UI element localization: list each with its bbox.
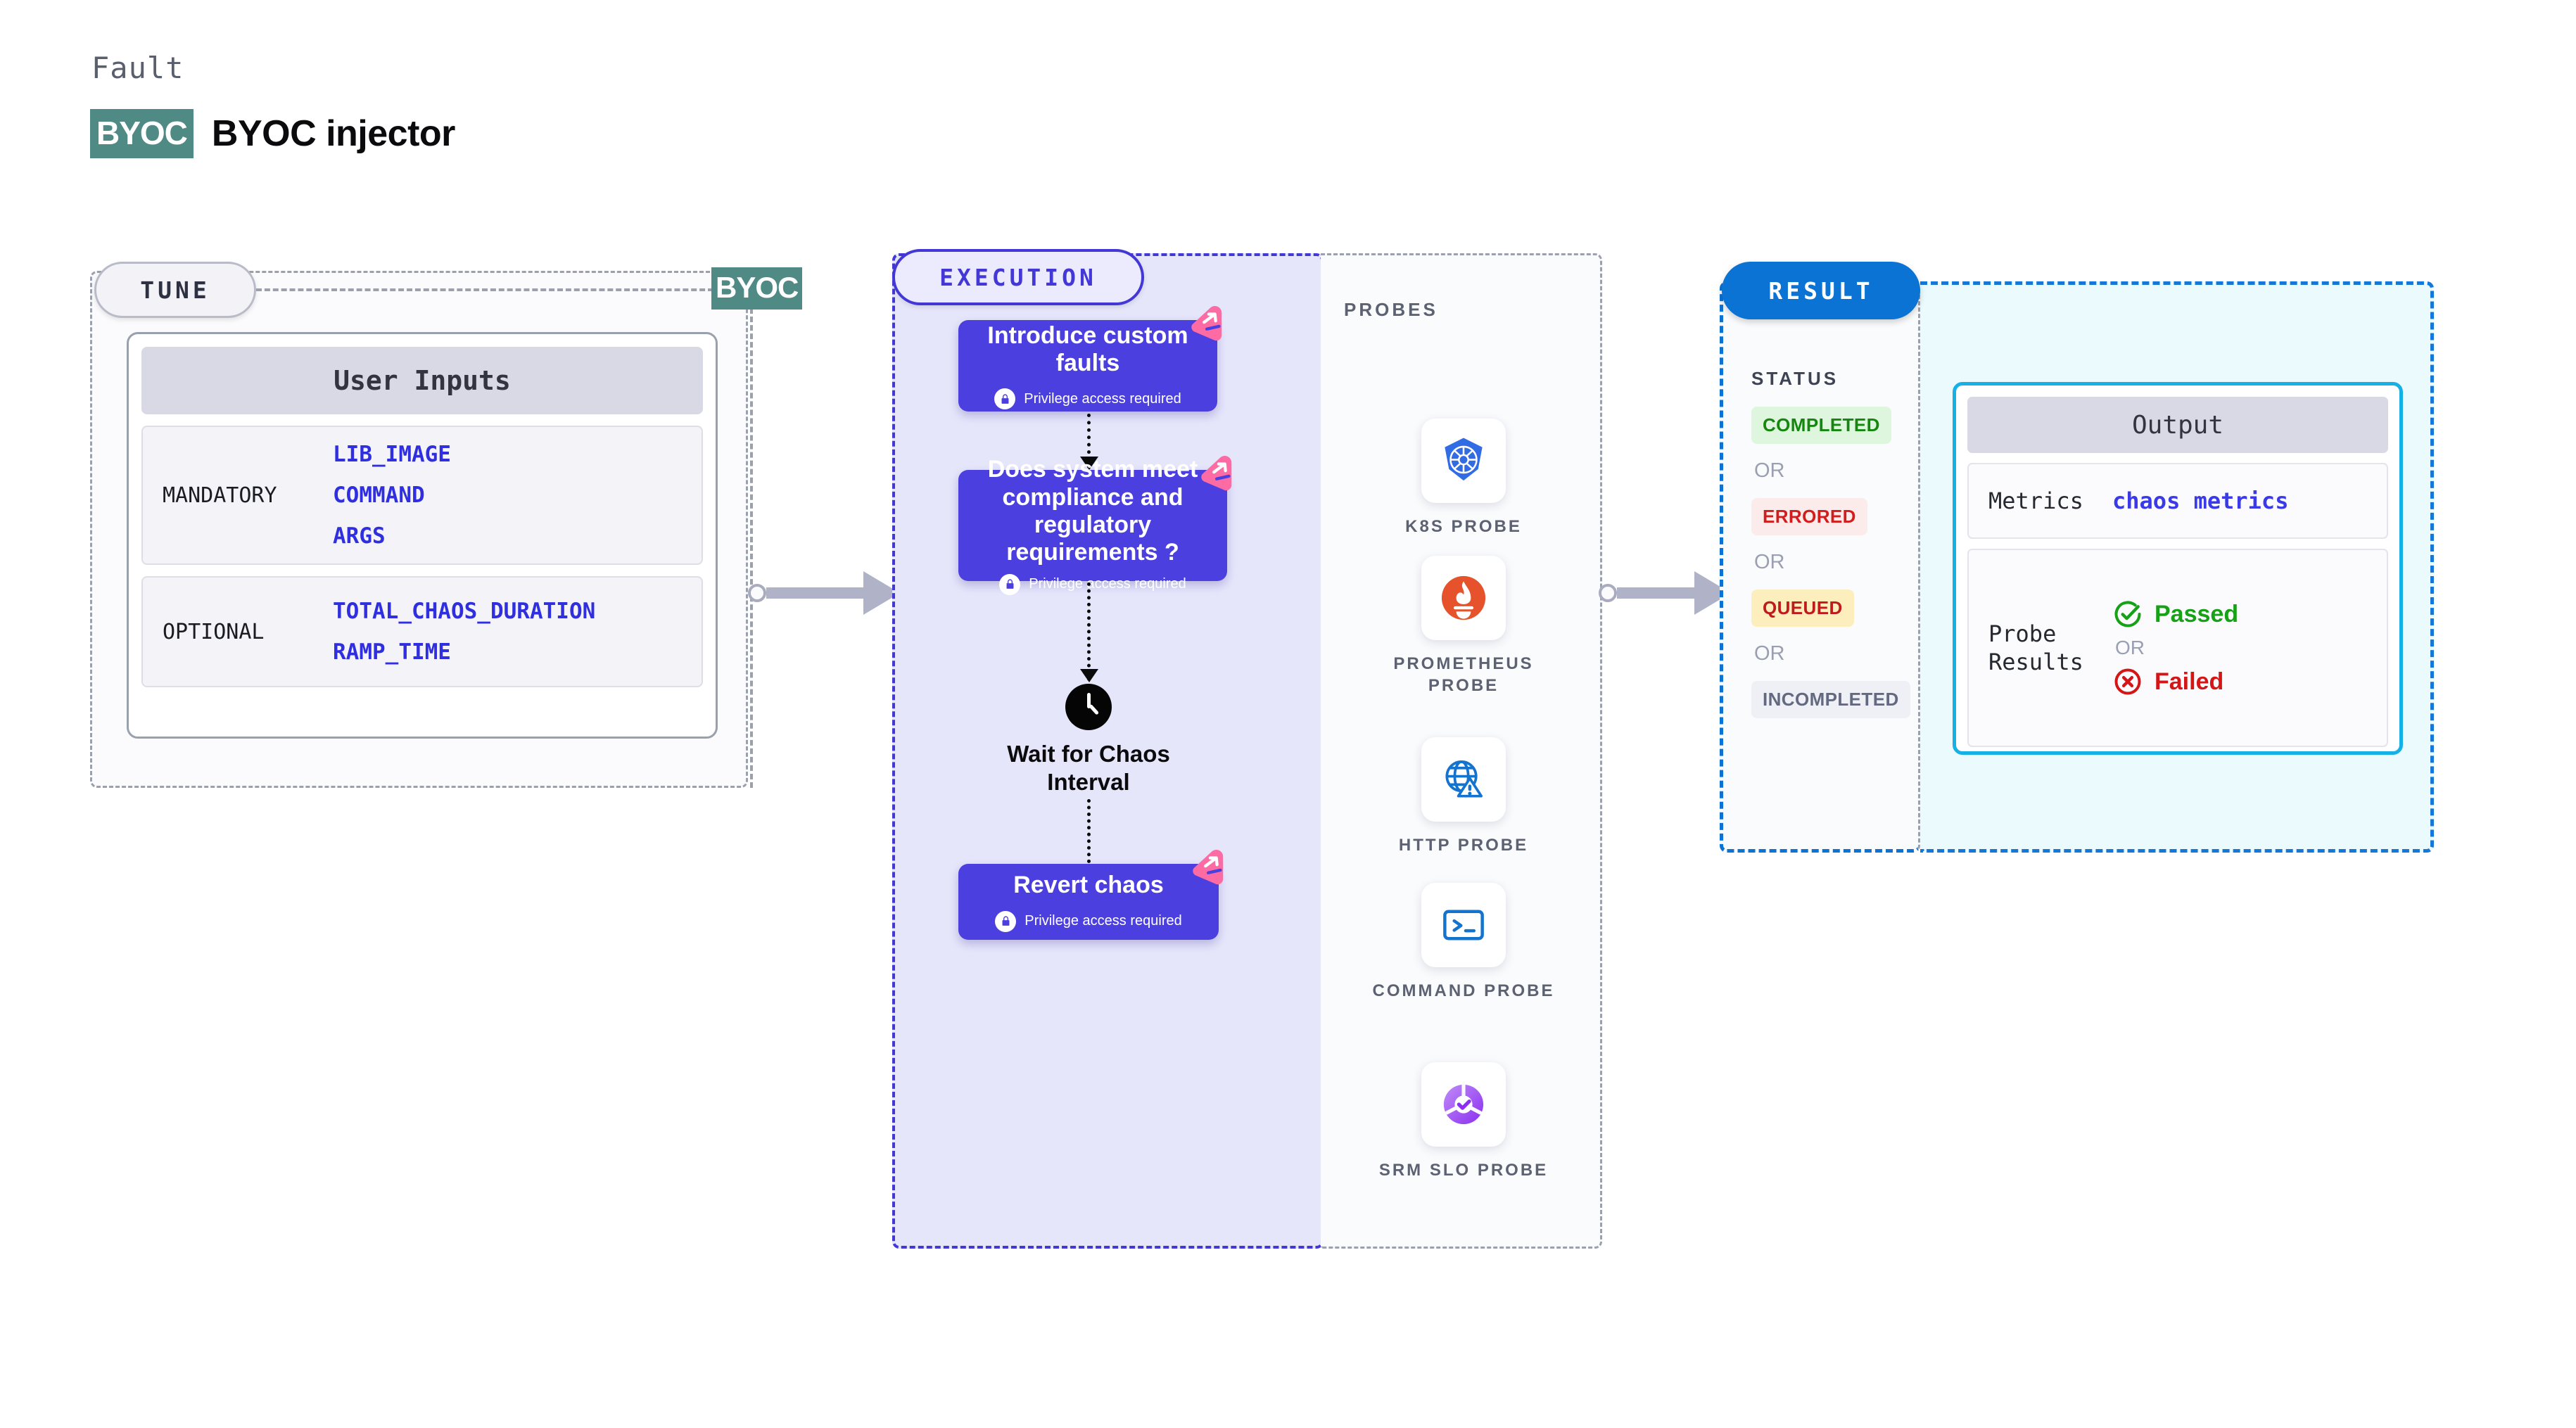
probe-item-srm-slo[interactable]: SRM SLO PROBE: [1372, 1062, 1555, 1181]
x-circle-icon: [2114, 668, 2141, 695]
step-subtitle-row: Privilege access required: [995, 910, 1182, 932]
step-subtitle-row: Privilege access required: [999, 573, 1186, 595]
probes-title: PROBES: [1344, 299, 1438, 320]
probe-or-separator: OR: [2115, 637, 2145, 658]
harness-corner-badge-icon: [1193, 850, 1224, 885]
input-lib-image[interactable]: LIB_IMAGE: [333, 442, 451, 467]
result-stage-tag[interactable]: RESULT: [1722, 262, 1920, 319]
tune-stage-tag[interactable]: TUNE: [94, 262, 256, 318]
user-inputs-card: User Inputs MANDATORY LIB_IMAGE COMMAND …: [127, 332, 718, 739]
byoc-rail-marker: BYOC: [711, 267, 803, 310]
connector-bar: [766, 587, 865, 599]
output-header: Output: [1967, 397, 2388, 453]
srm-slo-icon: [1421, 1062, 1506, 1147]
flow-arrow-1: [1080, 414, 1098, 470]
harness-corner-badge-icon: [1201, 456, 1232, 491]
probe-label: K8S PROBE: [1405, 517, 1522, 536]
page-eyebrow: Fault: [91, 51, 184, 85]
user-inputs-header: User Inputs: [141, 347, 703, 414]
probe-results-key: Probe Results: [1988, 620, 2083, 675]
probe-item-command[interactable]: COMMAND PROBE: [1372, 883, 1555, 1002]
input-ramp-time[interactable]: RAMP_TIME: [333, 639, 451, 665]
probe-label: HTTP PROBE: [1398, 836, 1529, 855]
execution-stage-tag[interactable]: EXECUTION: [892, 249, 1144, 305]
metrics-key: Metrics: [1988, 487, 2083, 514]
execution-step-compliance-check[interactable]: Does system meet compliance and regulato…: [958, 456, 1232, 595]
connector-start-dot: [748, 584, 766, 602]
input-args[interactable]: ARGS: [333, 523, 386, 549]
step-subtitle: Privilege access required: [1024, 390, 1181, 407]
tune-rail-vertical: [750, 308, 753, 788]
input-total-chaos-duration[interactable]: TOTAL_CHAOS_DURATION: [333, 599, 596, 624]
execution-panel: [892, 253, 1324, 1249]
execution-step-introduce-faults[interactable]: Introduce custom faults Privilege access…: [958, 306, 1222, 412]
status-title: STATUS: [1751, 368, 1839, 389]
connector-tune-to-execution: [748, 571, 912, 615]
step-title: Does system meet compliance and regulato…: [987, 456, 1198, 566]
probe-result-passed: Passed: [2112, 599, 2238, 630]
probe-item-k8s[interactable]: K8S PROBE: [1372, 419, 1555, 537]
status-list: COMPLETED OR ERRORED OR QUEUED OR INCOMP…: [1751, 407, 1910, 718]
connector-bar: [1617, 587, 1696, 599]
probe-failed-label: Failed: [2155, 668, 2224, 695]
mandatory-label: MANDATORY: [163, 483, 277, 508]
lock-icon: [994, 388, 1016, 410]
probe-item-http[interactable]: HTTP PROBE: [1372, 737, 1555, 856]
result-panel: [1720, 281, 1920, 853]
prometheus-icon: [1421, 556, 1506, 640]
status-badge-completed: COMPLETED: [1751, 407, 1891, 444]
optional-group: OPTIONAL TOTAL_CHAOS_DURATION RAMP_TIME: [141, 576, 703, 687]
flow-arrow-2: [1080, 582, 1098, 682]
probe-label: SRM SLO PROBE: [1378, 1161, 1549, 1180]
http-globe-icon: [1421, 737, 1506, 822]
execution-step-revert-chaos[interactable]: Revert chaos Privilege access required: [958, 850, 1224, 940]
status-badge-incompleted: INCOMPLETED: [1751, 681, 1910, 718]
clock-icon: [1065, 684, 1112, 730]
page-title-row: BYOC BYOC injector: [90, 109, 455, 158]
connector-start-dot: [1599, 584, 1617, 602]
probe-item-prometheus[interactable]: PROMETHEUS PROBE: [1372, 556, 1555, 696]
lock-icon: [995, 910, 1017, 932]
execution-step-wait-interval[interactable]: Wait for Chaos Interval: [997, 684, 1180, 796]
output-metrics-row: Metrics chaos metrics: [1967, 463, 2388, 539]
status-badge-errored: ERRORED: [1751, 498, 1867, 535]
probe-result-failed: Failed: [2112, 666, 2238, 697]
lock-icon: [999, 573, 1021, 595]
optional-label: OPTIONAL: [163, 619, 265, 644]
step-title: Revert chaos: [1013, 872, 1164, 899]
page-title: BYOC injector: [211, 113, 456, 154]
probe-label: COMMAND PROBE: [1372, 981, 1555, 1000]
terminal-icon: [1421, 883, 1506, 967]
probe-passed-label: Passed: [2155, 600, 2239, 627]
or-separator: OR: [1754, 551, 1785, 573]
step-subtitle: Privilege access required: [1029, 576, 1186, 592]
output-probe-results-row: Probe Results Passed OR Failed: [1967, 549, 2388, 747]
probe-label: PROMETHEUS PROBE: [1393, 654, 1534, 696]
tune-rail-horizontal: [256, 288, 713, 291]
or-separator: OR: [1754, 459, 1785, 482]
wait-label: Wait for Chaos Interval: [1007, 741, 1170, 795]
harness-corner-badge-icon: [1191, 306, 1222, 341]
metrics-value-link[interactable]: chaos metrics: [2112, 487, 2289, 514]
byoc-chip: BYOC: [90, 109, 193, 158]
status-badge-queued: QUEUED: [1751, 589, 1854, 627]
input-command[interactable]: COMMAND: [333, 483, 425, 508]
kubernetes-icon: [1421, 419, 1506, 503]
step-subtitle: Privilege access required: [1024, 913, 1182, 929]
mandatory-group: MANDATORY LIB_IMAGE COMMAND ARGS: [141, 426, 703, 565]
or-separator: OR: [1754, 642, 1785, 665]
step-subtitle-row: Privilege access required: [994, 388, 1181, 410]
output-card: Output Metrics chaos metrics Probe Resul…: [1953, 382, 2403, 755]
check-circle-icon: [2114, 601, 2141, 627]
step-title: Introduce custom faults: [987, 321, 1188, 376]
